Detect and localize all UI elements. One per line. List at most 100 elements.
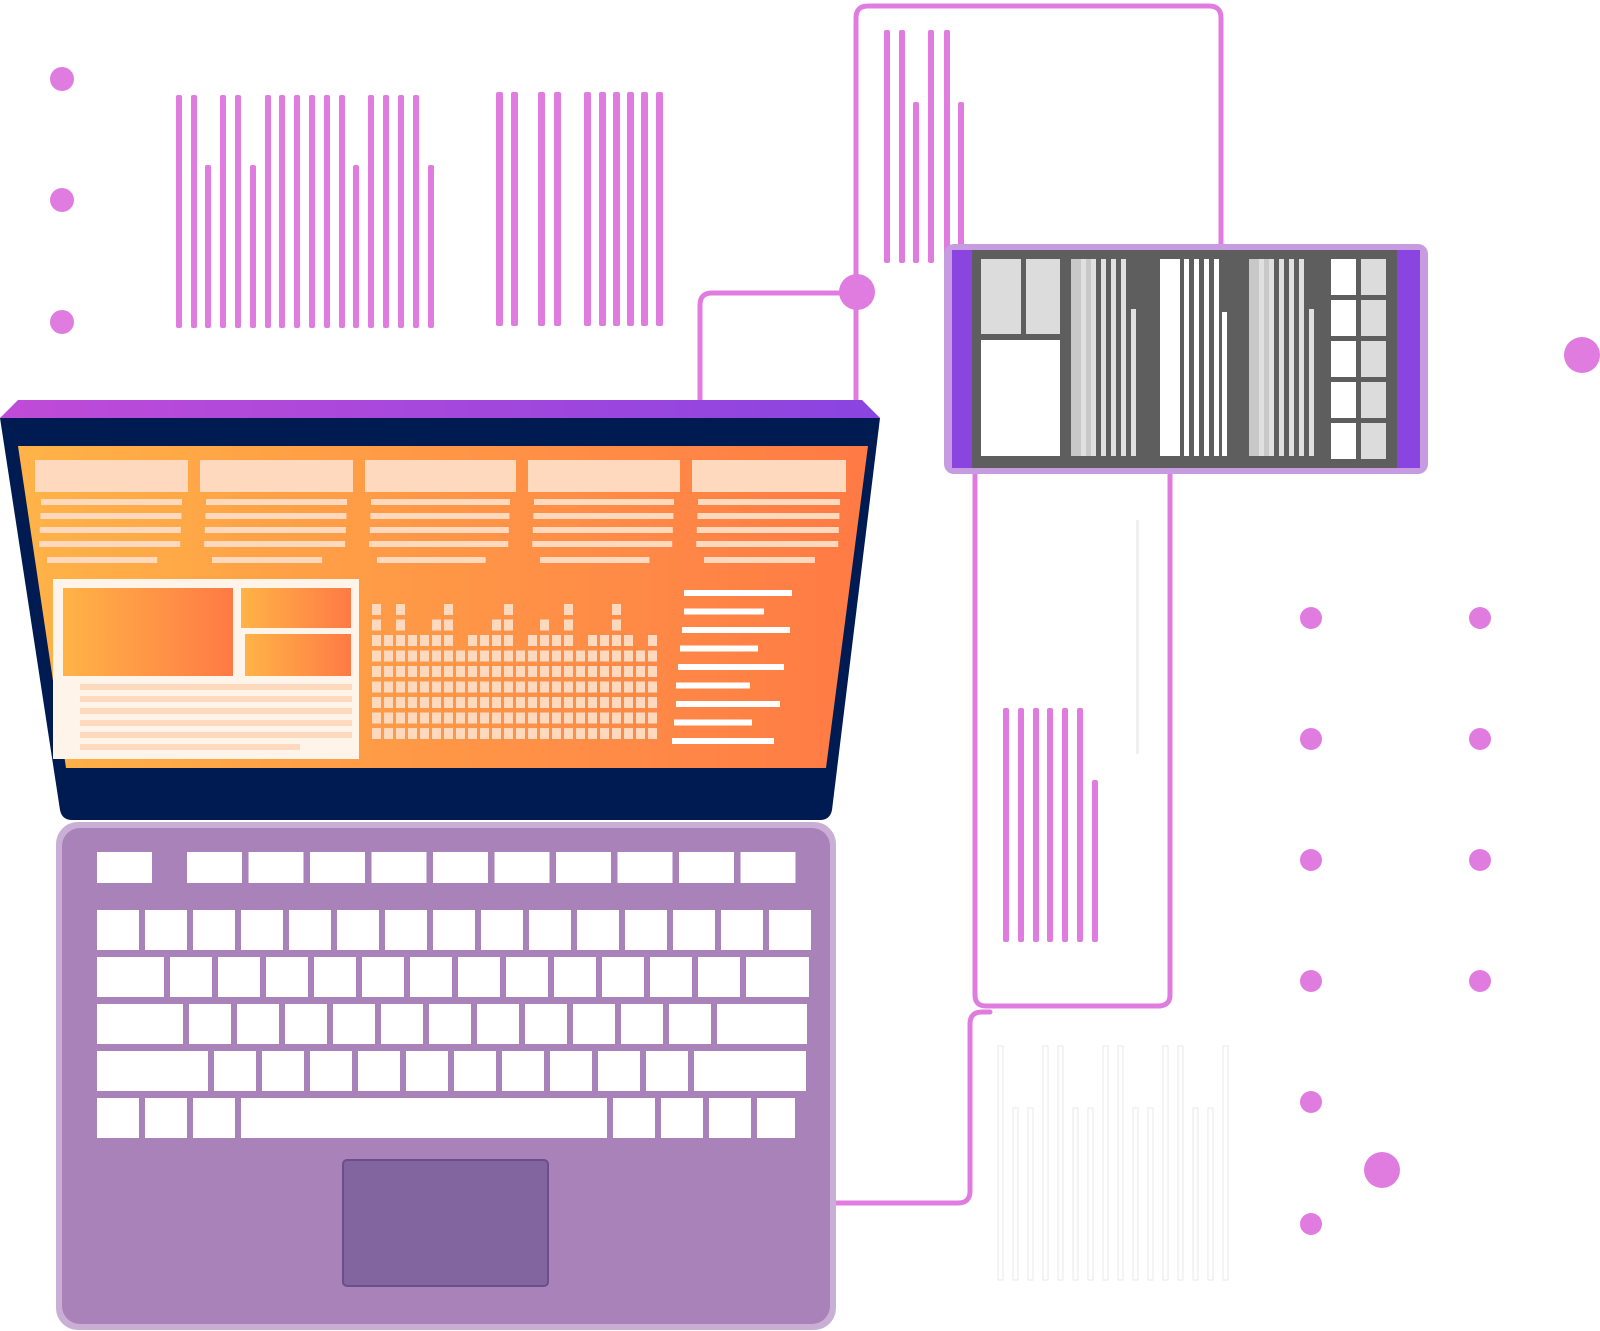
key — [410, 957, 452, 997]
screen-grid-cell — [468, 681, 477, 693]
screen-grid-cell — [432, 619, 441, 631]
screen-grid-cell — [456, 666, 465, 677]
key — [218, 957, 260, 997]
key — [721, 910, 763, 950]
ghost-bar — [1117, 1045, 1124, 1281]
dot — [50, 67, 74, 91]
key — [97, 910, 139, 950]
screen-grid-cell — [516, 666, 525, 677]
panel-cell — [1331, 382, 1356, 418]
key — [646, 1051, 688, 1091]
key — [362, 957, 404, 997]
screen-dashboard — [35, 460, 846, 759]
screen-grid-cell — [528, 666, 537, 677]
screen-grid-cell — [624, 666, 633, 677]
screen-text-line — [80, 720, 352, 726]
panel-tile — [981, 259, 1021, 334]
screen-grid-cell — [384, 666, 393, 677]
screen-grid-cell — [444, 712, 453, 724]
screen-grid-cell — [564, 712, 573, 724]
screen-grid-cell — [624, 681, 633, 693]
screen-grid-cell — [480, 728, 489, 739]
screen-grid-cell — [552, 712, 561, 724]
screen-text-line — [369, 541, 509, 547]
bar — [309, 95, 315, 328]
screen-grid-cell — [636, 712, 645, 724]
dot — [50, 310, 74, 334]
screen-text-line — [80, 684, 352, 690]
panel-cell — [1331, 300, 1356, 336]
screen-grid-cell — [492, 650, 501, 662]
screen-text-line — [533, 513, 674, 519]
key — [266, 957, 308, 997]
bar — [899, 30, 905, 263]
panel-bar — [1131, 309, 1136, 456]
screen-grid-cell — [600, 666, 609, 677]
screen-grid-cell — [540, 728, 549, 739]
screen-grid-cell — [408, 697, 417, 708]
circuit-connectors — [697, 3, 1224, 1206]
bar — [383, 95, 389, 328]
data-panel-icon — [944, 244, 1428, 474]
bar — [928, 30, 934, 263]
bar — [324, 95, 330, 328]
screen-grid-cell — [456, 681, 465, 693]
screen-grid-cell — [444, 681, 453, 693]
screen-grid-cell — [588, 728, 597, 739]
panel-bar — [1259, 259, 1264, 456]
bar — [279, 95, 285, 328]
screen-grid-cell — [504, 650, 513, 662]
screen-header-cell — [692, 460, 846, 492]
screen-text-line — [698, 499, 840, 505]
key — [454, 1051, 496, 1091]
screen-text-line — [680, 645, 758, 652]
screen-grid-cell — [540, 635, 549, 646]
screen-grid-cell — [396, 712, 405, 724]
screen-header-cell — [528, 460, 680, 492]
dot — [50, 188, 74, 212]
screen-grid-cell — [444, 619, 453, 631]
screen-grid-cell — [588, 650, 597, 662]
ghost-bar-chart-icon — [997, 1045, 1229, 1281]
screen-grid-cell — [396, 681, 405, 693]
bar — [294, 95, 300, 328]
bar — [1092, 780, 1098, 942]
screen-text-line — [41, 499, 182, 505]
key — [617, 852, 673, 883]
screen-grid-cell — [444, 697, 453, 708]
bar — [584, 92, 591, 326]
ghost-bar — [1027, 1107, 1034, 1281]
key — [237, 1004, 279, 1044]
bar — [613, 92, 620, 326]
screen-grid-cell — [564, 697, 573, 708]
screen-grid-cell — [516, 712, 525, 724]
screen-text-line — [204, 527, 346, 533]
screen-text-line — [205, 513, 347, 519]
screen-grid-cell — [648, 697, 657, 708]
screen-grid-cell — [636, 666, 645, 677]
panel-bar — [1194, 259, 1199, 456]
key — [502, 1051, 544, 1091]
panel-bar — [1289, 259, 1294, 456]
screen-header-cell — [200, 460, 353, 492]
ghost-bar — [1177, 1045, 1184, 1281]
dot — [1300, 970, 1322, 992]
screen-header-cell — [365, 460, 516, 492]
screen-grid-cell — [552, 728, 561, 739]
screen-grid-cell — [480, 681, 489, 693]
screen-grid-cell — [420, 712, 429, 724]
screen-grid-cell — [564, 681, 573, 693]
screen-grid-cell — [468, 697, 477, 708]
screen-grid-cell — [372, 650, 381, 662]
screen-grid-cell — [540, 681, 549, 693]
screen-grid-cell — [612, 728, 621, 739]
screen-grid-cell — [600, 697, 609, 708]
screen-grid-cell — [636, 697, 645, 708]
screen-text-line — [534, 499, 674, 505]
screen-grid-cell — [468, 666, 477, 677]
key — [337, 910, 379, 950]
bar — [554, 92, 561, 326]
screen-grid-cell — [396, 604, 405, 615]
screen-grid-cell — [552, 697, 561, 708]
screen-grid-cell — [468, 650, 477, 662]
